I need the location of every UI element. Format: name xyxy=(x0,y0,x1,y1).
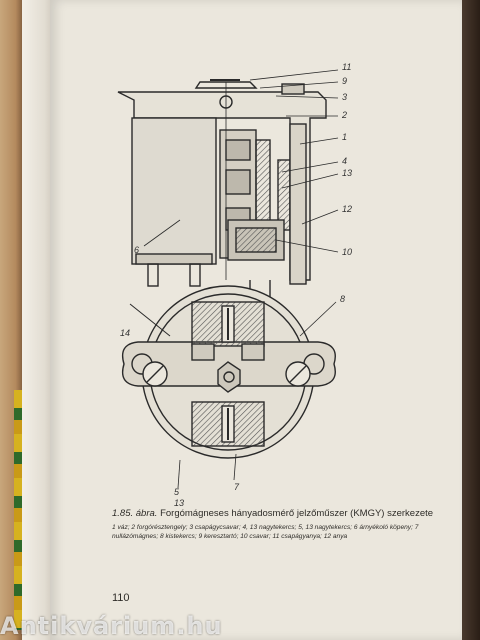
technical-drawing: 11 9 3 2 1 4 13 12 10 6 8 14 5 13 7 xyxy=(117,62,352,508)
callout-10: 10 xyxy=(342,247,352,257)
callout-2: 2 xyxy=(341,110,347,120)
caption-title: 1.85. ábra. Forgómágneses hányadosmérő j… xyxy=(112,508,442,520)
page-number: 110 xyxy=(112,592,130,604)
callout-4: 4 xyxy=(342,156,347,166)
caption-legend: 1 váz; 2 forgórésztengely; 3 csapágycsav… xyxy=(112,524,419,540)
callout-14: 14 xyxy=(120,328,130,338)
figure-label: 1.85. ábra. xyxy=(112,508,158,519)
book-spine xyxy=(14,390,24,630)
figure-caption: 1.85. ábra. Forgómágneses hányadosmérő j… xyxy=(112,508,442,541)
callout-13: 13 xyxy=(342,168,352,178)
callout-13-lower: 13 xyxy=(174,498,184,508)
callout-12: 12 xyxy=(342,204,352,214)
callout-7: 7 xyxy=(234,482,240,492)
callout-9: 9 xyxy=(342,76,347,86)
watermark: Antikvárium.hu xyxy=(0,612,223,640)
callout-3: 3 xyxy=(342,92,347,102)
page-edge xyxy=(22,0,54,640)
callout-6: 6 xyxy=(134,245,139,255)
callout-8: 8 xyxy=(340,294,345,304)
callout-1: 1 xyxy=(342,132,347,142)
figure-title: Forgómágneses hányadosmérő jelzőműszer (… xyxy=(160,508,434,519)
callout-11: 11 xyxy=(342,62,351,72)
callout-5: 5 xyxy=(174,487,180,497)
background-right xyxy=(462,0,480,640)
book-page: 11 9 3 2 1 4 13 12 10 6 8 14 5 13 7 1.85… xyxy=(50,0,462,640)
